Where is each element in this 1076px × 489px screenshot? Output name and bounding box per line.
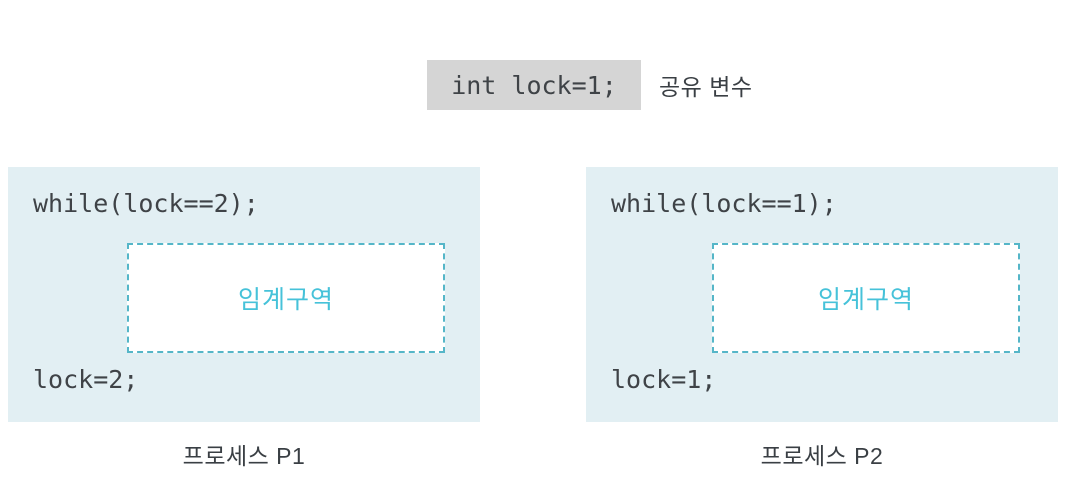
process-p2-caption: 프로세스 P2 (760, 443, 884, 469)
p1-entry-code: while(lock==2); (33, 189, 259, 218)
p2-critical-section-box: 임계구역 (712, 243, 1020, 353)
shared-variable-code-box: int lock=1; (427, 60, 641, 110)
p1-critical-section-box: 임계구역 (127, 243, 445, 353)
p2-critical-section-label: 임계구역 (817, 286, 914, 314)
process-p2-box: while(lock==1); 임계구역 lock=1; (586, 167, 1058, 422)
process-p1-box: while(lock==2); 임계구역 lock=2; (8, 167, 480, 422)
process-p1-caption: 프로세스 P1 (182, 443, 306, 469)
p1-exit-code: lock=2; (33, 365, 139, 394)
shared-variable-code: int lock=1; (451, 70, 617, 100)
p2-exit-code: lock=1; (611, 365, 717, 394)
p2-entry-code: while(lock==1); (611, 189, 837, 218)
shared-variable-label: 공유 변수 (659, 74, 753, 100)
p1-critical-section-label: 임계구역 (237, 286, 334, 314)
